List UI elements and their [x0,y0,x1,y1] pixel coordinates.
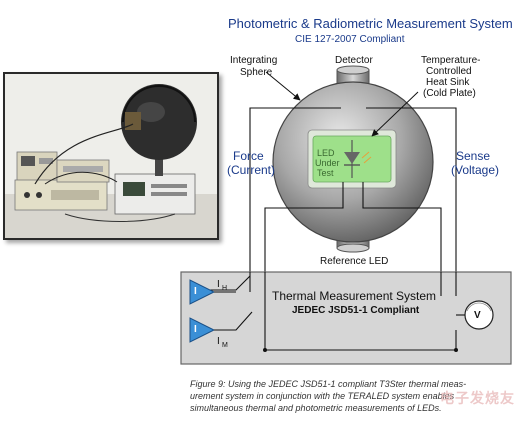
current-h-label: I [217,279,220,290]
heat-sink-pointer [371,91,419,137]
caption-line-1: Figure 9: Using the JEDEC JSD51-1 compli… [190,379,467,389]
sphere-pointer [265,71,301,101]
reference-led-label: Reference LED [320,256,389,267]
heat-sink-label-2: Controlled [426,66,472,77]
integrating-sphere-label-2: Sphere [240,67,273,78]
sense-label-1: Sense [456,149,491,163]
heat-sink-label-3: Heat Sink [426,77,470,88]
caption-line-2: urement system in conjunction with the T… [190,391,455,401]
amp-bottom-label: I [194,324,197,335]
diode-icon [344,140,372,178]
setup-photo [3,72,219,240]
amplifier-bottom-icon [189,317,216,343]
current-m-subscript: M [222,342,228,349]
figure-caption: Figure 9: Using the JEDEC JSD51-1 compli… [190,378,510,414]
amplifier-top-icon [189,279,216,305]
led-label-1: LED [317,148,335,158]
current-h-subscript: H [222,285,228,292]
detector-label: Detector [335,55,373,66]
led-label-2: Under [315,158,340,168]
amp-top-label: I [194,286,197,297]
watermark-logo: 电子发烧友 [440,390,515,406]
force-label-2: (Current) [227,163,276,177]
diagram-title: Photometric & Radiometric Measurement Sy… [228,16,513,31]
caption-line-3: simultaneous thermal and photometric mea… [190,403,442,413]
thermal-box-title: Thermal Measurement System [272,289,437,303]
diagram-subtitle: CIE 127-2007 Compliant [295,34,405,45]
heat-sink-label-1: Temperature- [421,55,481,66]
setup-photo-illustration [5,74,217,238]
current-m-label: I [217,336,220,347]
heat-sink-label-4: (Cold Plate) [423,88,476,99]
force-label-1: Force [233,149,264,163]
thermal-box-subtitle: JEDEC JSD51-1 Compliant [292,305,420,316]
voltmeter-label: V [474,310,481,321]
sense-label-2: (Voltage) [451,163,500,177]
integrating-sphere-label-1: Integrating [230,55,278,66]
led-label-3: Test [317,168,334,178]
